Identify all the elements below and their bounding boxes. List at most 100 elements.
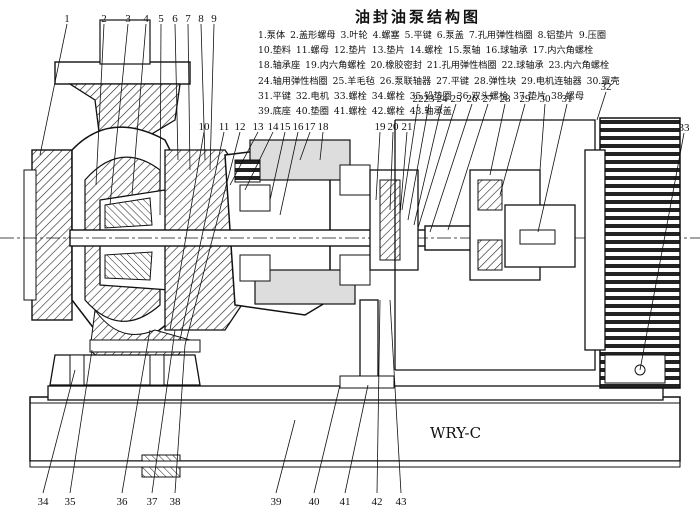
legend-item: 19.内六角螺栓 [305,60,366,72]
support-feet [49,299,395,389]
callout-3: 3 [125,13,131,25]
legend-item: 39.底座 [258,106,291,118]
legend-item: 12.垫片 [333,45,367,57]
legend-item: 35.铅垫圈 [409,90,452,102]
legend-item: 5.平键 [404,30,432,41]
callout-21: 21 [402,121,413,133]
model-label: WRY-C [430,424,482,442]
callout-30: 30 [540,93,552,105]
callout-34: 34 [38,496,50,508]
callout-6: 6 [172,13,178,25]
legend-item: 38.螺母 [551,90,585,102]
callout-26: 26 [467,93,479,105]
base-plate [29,385,681,478]
parts-legend: 1.泵体 2.盖形螺母 3.叶轮 4.螺塞 5.平键 6.泵盖 7.孔用弹性档圈… [258,28,694,119]
legend-item: 34.螺栓 [371,90,405,102]
callout-2: 2 [101,13,107,25]
callout-36: 36 [117,496,129,508]
legend-item: 13.垫片 [371,45,405,57]
legend-item: 3.叶轮 [340,30,368,41]
callout-7: 7 [185,13,191,25]
callout-16: 16 [293,121,305,133]
callout-12: 12 [235,121,246,133]
callout-33: 33 [679,122,691,134]
callout-39: 39 [271,496,283,508]
legend-row-2: 10.垫料 11.螺母 12.垫片 13.垫片 14.螺栓 15.泵轴 16.球… [258,43,694,58]
callout-22: 22 [413,93,424,105]
leader-lines [39,23,685,494]
callout-43: 43 [396,496,408,508]
legend-item: 21.孔用弹性档圈 [426,60,497,72]
legend-row-4: 24.轴用弹性档圈 25.羊毛毡 26.泵联轴器 27.平键 28.弹性块 29… [258,74,694,89]
legend-item: 15.泵轴 [447,45,481,57]
callout-37: 37 [147,496,159,508]
legend-item: 36.双头螺栓 [456,90,509,102]
callout-8: 8 [198,13,204,25]
legend-item: 16.球轴承 [485,45,528,57]
legend-item: 7.孔用弹性档圈 [468,30,533,41]
callout-25: 25 [451,93,463,105]
callout-20: 20 [388,121,400,133]
legend-item: 9.压圈 [578,30,607,41]
legend-item: 33.螺栓 [333,90,367,102]
coupling [369,119,596,371]
legend-item: 23.内六角螺栓 [548,60,610,72]
callout-24: 24 [437,93,449,105]
callout-9: 9 [211,13,217,25]
legend-item: 2.盖形螺母 [290,30,336,41]
callout-38: 38 [170,496,182,508]
callout-10: 10 [199,121,211,133]
callout-32: 32 [601,81,612,93]
legend-item: 27.平键 [436,75,470,87]
callout-1: 1 [64,13,70,25]
legend-item: 10.垫料 [258,45,291,57]
legend-item: 14.螺栓 [409,45,443,57]
callout-14: 14 [268,121,280,133]
callout-35: 35 [65,496,77,508]
motor [584,117,681,389]
legend-item: 30.罩壳 [586,75,620,87]
legend-row-6: 39.底座 40.垫圈 41.螺栓 42.螺栓 43.轴承盖 [258,104,694,119]
legend-item: 24.轴用弹性档圈 [258,75,328,87]
callout-27: 27 [483,93,495,105]
legend-item: 40.垫圈 [295,106,329,118]
callout-17: 17 [305,121,317,133]
callout-28: 28 [500,93,512,105]
pump-shaft [0,225,700,251]
callout-13: 13 [253,121,265,133]
legend-item: 18.轴承座 [258,60,301,72]
legend-item: 8.铝垫片 [537,30,574,41]
legend-item: 4.螺塞 [372,30,400,41]
callout-23: 23 [424,93,436,105]
callout-42: 42 [372,496,383,508]
legend-row-5: 31.平键 32.电机 33.螺栓 34.螺栓 35.铅垫圈 36.双头螺栓 3… [258,89,694,104]
legend-row-3: 18.轴承座 19.内六角螺栓 20.橡胶密封 21.孔用弹性档圈 22.球轴承… [258,58,694,73]
legend-item: 1.泵体 [258,30,286,41]
legend-item: 42.螺栓 [371,106,405,118]
callout-31: 31 [562,93,573,105]
callout-41: 41 [340,496,351,508]
legend-item: 17.内六角螺栓 [532,45,594,57]
legend-item: 29.电机连轴器 [521,75,582,87]
legend-item: 6.泵盖 [436,30,464,41]
legend-item: 32.电机 [295,90,329,102]
legend-item: 22.球轴承 [501,60,544,72]
diagram-title: 油封油泵结构图 [355,8,482,26]
callout-40: 40 [309,496,321,508]
legend-item: 31.平键 [258,90,291,102]
legend-item: 26.泵联轴器 [379,75,432,87]
callout-11: 11 [219,121,230,133]
callout-4: 4 [143,13,149,25]
callout-29: 29 [520,93,532,105]
callout-15: 15 [280,121,292,133]
legend-item: 11.螺母 [295,45,329,57]
legend-item: 41.螺栓 [333,106,367,118]
legend-item: 37.垫片 [513,90,547,102]
legend-item: 25.羊毛毡 [332,75,375,87]
callout-5: 5 [158,13,164,25]
legend-item: 43.轴承盖 [409,106,452,118]
legend-item: 20.橡胶密封 [370,60,422,72]
callout-19: 19 [375,121,387,133]
